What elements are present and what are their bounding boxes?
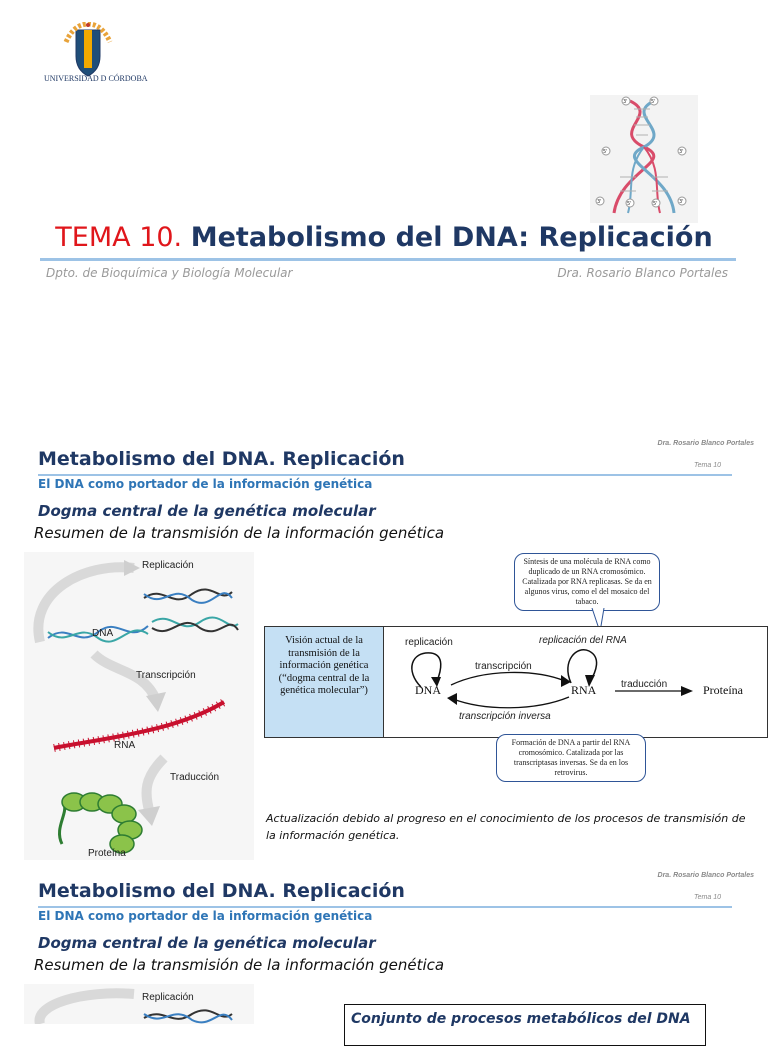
- bubble-reverse-transcription: Formación de DNA a partir del RNA cromos…: [496, 734, 646, 782]
- slide3-summary: Resumen de la transmisión de la informac…: [34, 956, 445, 974]
- diag-proteina: Proteína: [703, 683, 743, 697]
- diag-transcripcion: transcripción: [475, 661, 532, 672]
- department: Dpto. de Bioquímica y Biología Molecular: [46, 266, 293, 280]
- dna-helix-illustration: 3' 5' 5' 3' 3' 5' 5' 3': [590, 95, 698, 223]
- diag-traduccion: traducción: [621, 679, 668, 690]
- helix-label: 5': [653, 201, 658, 207]
- metabolic-processes-box: Conjunto de procesos metabólicos del DNA: [344, 1004, 706, 1046]
- diag-rna: RNA: [571, 683, 597, 697]
- helix-label: 3': [679, 149, 684, 155]
- diag-transcripcion-inversa: transcripción inversa: [459, 711, 551, 722]
- slide3-illustration: Replicación: [24, 984, 254, 1024]
- slide3-title-rule: [38, 906, 732, 908]
- title-text: Metabolismo del DNA: Replicación: [190, 222, 713, 253]
- slide2-note: Actualización debido al progreso en el c…: [266, 812, 746, 842]
- slide2-title-rule: [38, 474, 732, 476]
- illus-proteina: Proteína: [88, 848, 126, 859]
- illus-dna: DNA: [92, 628, 114, 639]
- slide3-title: Metabolismo del DNA. Replicación: [38, 880, 405, 902]
- slide3-replicacion: Replicación: [142, 992, 194, 1003]
- illus-replicacion: Replicación: [142, 560, 194, 571]
- slide2-summary: Resumen de la transmisión de la informac…: [34, 524, 445, 542]
- title-number: TEMA 10.: [55, 222, 183, 253]
- bubble-rna-replication: Síntesis de una molécula de RNA como dup…: [514, 553, 660, 611]
- slide2-tema: Tema 10: [694, 462, 721, 469]
- diag-dna: DNA: [415, 683, 441, 697]
- slide3-subtitle: El DNA como portador de la información g…: [38, 909, 373, 923]
- helix-label: 3': [679, 199, 684, 205]
- diag-replicacion-rna: replicación del RNA: [539, 635, 627, 646]
- helix-label: 3': [597, 199, 602, 205]
- slide3-author: Dra. Rosario Blanco Portales: [657, 872, 754, 879]
- illus-traduccion: Traducción: [170, 772, 220, 783]
- slide3-heading: Dogma central de la genética molecular: [38, 934, 376, 952]
- illus-rna: RNA: [114, 740, 136, 751]
- helix-label: 3': [623, 99, 628, 105]
- dogma-arrows: [411, 649, 693, 709]
- slide2-subtitle: El DNA como portador de la información g…: [38, 477, 373, 491]
- slide3-tema: Tema 10: [694, 894, 721, 901]
- dogma-box-text: Visión actual de la transmisión de la in…: [265, 627, 384, 737]
- title-rule: [40, 258, 736, 261]
- dogma-illustration: Replicación DNA Transcripción RNA Traduc…: [24, 552, 254, 860]
- diag-replicacion: replicación: [405, 637, 453, 648]
- box-title: Conjunto de procesos metabólicos del DNA: [351, 1011, 691, 1027]
- university-logo: UNIVERSIDAD D CÓRDOBA: [44, 21, 148, 90]
- crest-icon: [63, 21, 113, 77]
- dogma-diagram: Visión actual de la transmisión de la in…: [264, 626, 768, 738]
- illus-transcripcion: Transcripción: [136, 670, 196, 681]
- logo-text: UNIVERSIDAD D CÓRDOBA: [44, 74, 148, 83]
- slide2-title: Metabolismo del DNA. Replicación: [38, 448, 405, 470]
- helix-label: 5': [651, 99, 656, 105]
- author: Dra. Rosario Blanco Portales: [557, 266, 728, 280]
- helix-label: 5': [627, 201, 632, 207]
- slide2-heading: Dogma central de la genética molecular: [38, 502, 376, 520]
- helix-label: 5': [603, 149, 608, 155]
- slide2-author: Dra. Rosario Blanco Portales: [657, 440, 754, 447]
- slide-title: TEMA 10. Metabolismo del DNA: Replicació…: [0, 222, 768, 253]
